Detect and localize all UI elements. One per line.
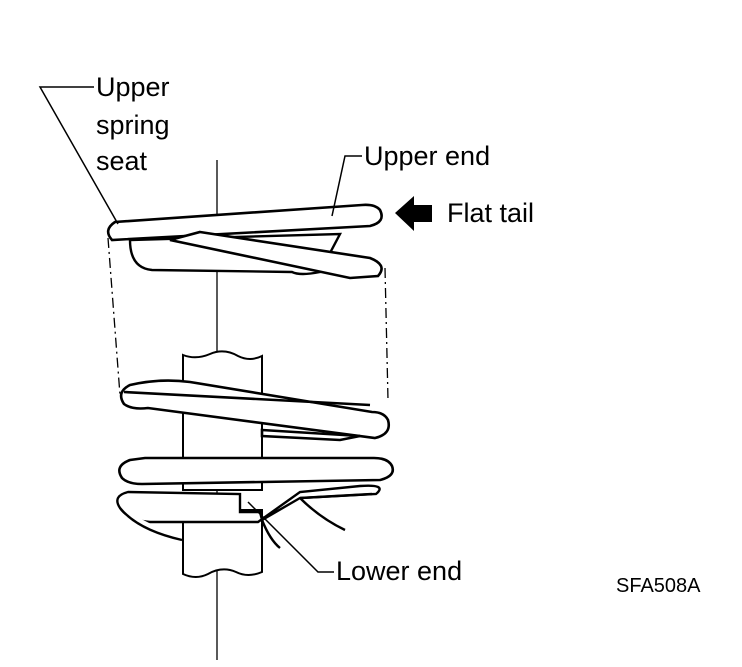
spring-coils bbox=[106, 203, 395, 486]
spring-outline bbox=[107, 224, 389, 401]
figure-code: SFA508A bbox=[616, 575, 701, 597]
lower-end-label: Lower end bbox=[336, 556, 462, 586]
left-arrow-icon bbox=[395, 196, 432, 231]
upper-spring-seat-label-line1: Upper bbox=[96, 72, 170, 102]
upper-spring-seat-label-line2: spring bbox=[96, 110, 170, 140]
flat-tail-label: Flat tail bbox=[447, 198, 534, 228]
lower-spring-seat bbox=[116, 484, 381, 549]
upper-end-label: Upper end bbox=[364, 141, 490, 171]
callout-leaders bbox=[38, 86, 362, 573]
upper-spring-seat-label-line3: seat bbox=[96, 146, 148, 176]
